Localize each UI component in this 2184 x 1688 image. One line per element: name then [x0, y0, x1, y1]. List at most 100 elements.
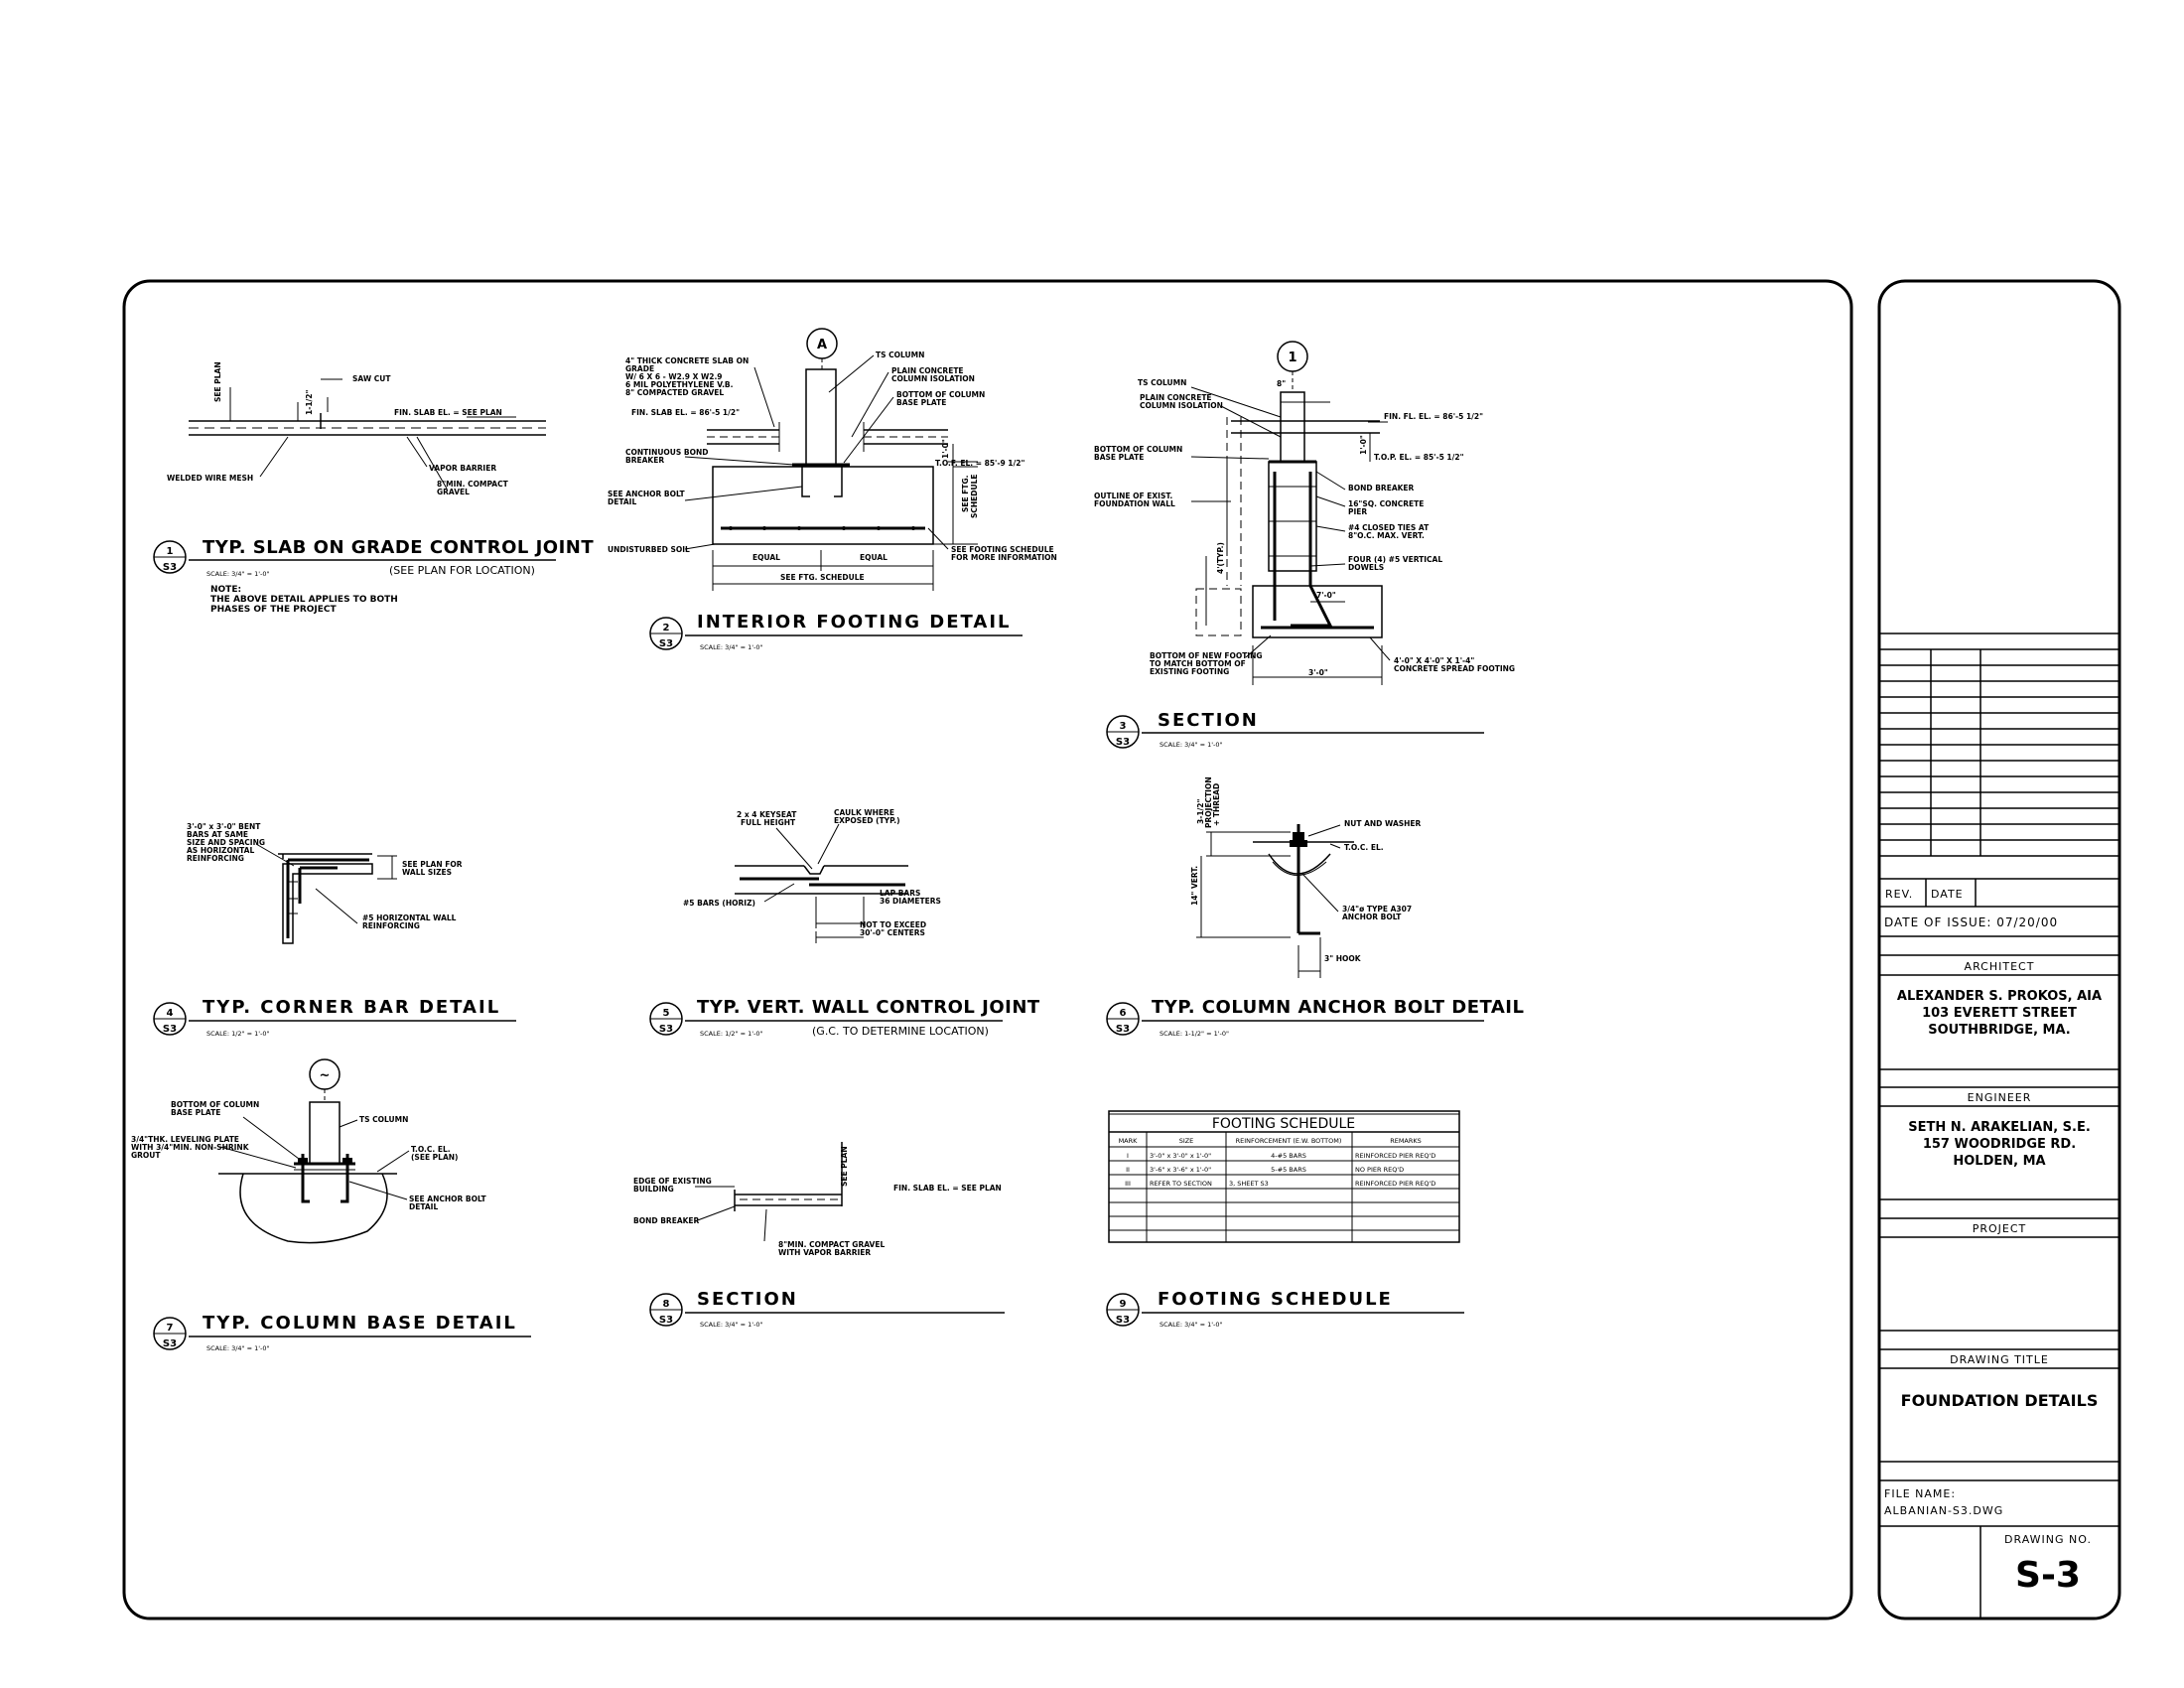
- titleblock-drawing-no-head: DRAWING NO.: [2004, 1533, 2092, 1546]
- d5-bars: #5 BARS (HORIZ): [683, 899, 755, 908]
- d5-c1: CAULK WHERE: [834, 808, 894, 817]
- d3-nf2: TO MATCH BOTTOM OF: [1150, 659, 1246, 668]
- d7-lv2: WITH 3/4"MIN. NON-SHRINK: [131, 1143, 250, 1152]
- schedule-header-remarks: REMARKS: [1390, 1137, 1422, 1145]
- d2-width: SEE FTG. SCHEDULE: [780, 573, 865, 582]
- d3-nf1: BOTTOM OF NEW FOOTING: [1150, 651, 1263, 660]
- schedule-cell: III: [1125, 1180, 1131, 1188]
- titleblock-engineer-street: 157 WOODRIDGE RD.: [1923, 1137, 2076, 1152]
- d4-scale: SCALE: 1/2" = 1'-0": [206, 1030, 270, 1038]
- d1-sheet: S3: [163, 562, 177, 573]
- d4-sheet: S3: [163, 1024, 177, 1035]
- d2-slab2: GRADE: [625, 364, 654, 373]
- detail-3-title: 3 S3 SECTION SCALE: 3/4" = 1'-0": [1106, 710, 1484, 749]
- d2-eq2: EQUAL: [860, 553, 887, 562]
- d7-ts: TS COLUMN: [359, 1115, 408, 1124]
- d5-subtitle: (G.C. TO DETERMINE LOCATION): [812, 1025, 989, 1038]
- d1-gravel1: 8"MIN. COMPACT: [437, 480, 509, 489]
- d7-lv3: GROUT: [131, 1151, 161, 1160]
- schedule-header-reinforcement: REINFORCEMENT (E.W. BOTTOM): [1236, 1137, 1342, 1145]
- d8-bond: BOND BREAKER: [633, 1216, 700, 1225]
- titleblock-file-name: ALBANIAN-S3.DWG: [1884, 1504, 2003, 1517]
- d2-sheet: S3: [659, 638, 673, 649]
- d3-grid: 1: [1288, 351, 1297, 365]
- schedule-header-size: SIZE: [1179, 1137, 1194, 1145]
- schedule-cell: 4-#5 BARS: [1271, 1152, 1306, 1160]
- d1-num: 1: [167, 546, 174, 557]
- d8-sheet: S3: [659, 1315, 673, 1326]
- d4-p2: WALL SIZES: [402, 868, 452, 877]
- d2-grid: A: [817, 338, 827, 352]
- d2-bond2: BREAKER: [625, 456, 664, 465]
- d9-sheet: S3: [1116, 1315, 1130, 1326]
- schedule-header-mark: MARK: [1119, 1137, 1139, 1145]
- d3-sp2: CONCRETE SPREAD FOOTING: [1394, 664, 1515, 673]
- d2-title: INTERIOR FOOTING DETAIL: [697, 612, 1012, 633]
- titleblock-architect-street: 103 EVERETT STREET: [1922, 1006, 2077, 1021]
- d2-soil: UNDISTURBED SOIL: [608, 545, 690, 554]
- d2-iso1: PLAIN CONCRETE: [891, 366, 964, 375]
- d6-proj1: 3-1/2": [1196, 798, 1205, 824]
- d2-bond1: CONTINUOUS BOND: [625, 448, 709, 457]
- titleblock-border: [1877, 279, 2121, 1620]
- d6-vert: 14" VERT.: [1190, 866, 1199, 906]
- d6-hook: 3" HOOK: [1324, 954, 1362, 963]
- d3-d30: 3'-0": [1308, 668, 1328, 677]
- titleblock-date: DATE: [1931, 888, 1964, 901]
- d1-scale: SCALE: 3/4" = 1'-0": [206, 570, 270, 578]
- d1-subtitle: (SEE PLAN FOR LOCATION): [389, 564, 535, 577]
- d3-ties1: #4 CLOSED TIES AT: [1348, 523, 1430, 532]
- d8-title: SECTION: [697, 1289, 798, 1310]
- d5-ne2: 30'-0" CENTERS: [860, 928, 925, 937]
- d3-sp1: 4'-0" X 4'-0" X 1'-4": [1394, 656, 1474, 665]
- d2-bot1: BOTTOM OF COLUMN: [896, 390, 985, 399]
- detail-3-drawing: 1: [1094, 341, 1515, 685]
- d3-pc1: PLAIN CONCRETE: [1140, 393, 1212, 402]
- detail-7-drawing: ~ BOTTOM OF COLUMN BASE PLATE TS COLUMN …: [131, 1058, 487, 1244]
- detail-8-title: 8 S3 SECTION SCALE: 3/4" = 1'-0": [649, 1289, 1005, 1329]
- d2-slab3: W/ 6 X 6 - W2.9 X W2.9: [625, 372, 723, 381]
- d8-g1: 8"MIN. COMPACT GRAVEL: [778, 1240, 885, 1249]
- d6-proj3: + THREAD: [1212, 783, 1221, 826]
- d2-anc2: DETAIL: [608, 497, 636, 506]
- titleblock-drawing-no: S-3: [2015, 1555, 2081, 1596]
- d6-proj2: PROJECTION: [1204, 776, 1213, 828]
- d3-out2: FOUNDATION WALL: [1094, 499, 1175, 508]
- d4-b4: AS HORIZONTAL: [187, 846, 254, 855]
- d8-scale: SCALE: 3/4" = 1'-0": [700, 1321, 763, 1329]
- schedule-cell: REINFORCED PIER REQ'D: [1355, 1180, 1435, 1188]
- detail-4-title: 4 S3 TYP. CORNER BAR DETAIL SCALE: 1/2" …: [153, 997, 516, 1038]
- d7-sheet: S3: [163, 1338, 177, 1349]
- schedule-title: FOOTING SCHEDULE: [1212, 1116, 1355, 1132]
- titleblock-drawing-title: FOUNDATION DETAILS: [1901, 1391, 2099, 1410]
- detail-2-title: 2 S3 INTERIOR FOOTING DETAIL SCALE: 3/4"…: [649, 612, 1023, 651]
- d9-title: FOOTING SCHEDULE: [1158, 1289, 1393, 1310]
- d3-ts: TS COLUMN: [1138, 378, 1186, 387]
- d7-title: TYP. COLUMN BASE DETAIL: [203, 1313, 517, 1334]
- detail-5-drawing: 2 x 4 KEYSEAT FULL HEIGHT CAULK WHERE EX…: [683, 808, 941, 943]
- schedule-cell: 3'-6" x 3'-6" x 1'-0": [1150, 1166, 1211, 1174]
- detail-1-drawing: SEE PLAN SAW CUT 1-1/2" FIN. SLAB EL. = …: [167, 361, 546, 496]
- d2-scale: SCALE: 3/4" = 1'-0": [700, 643, 763, 651]
- d7-grid: ~: [320, 1068, 331, 1083]
- d3-dow1: FOUR (4) #5 VERTICAL: [1348, 555, 1442, 564]
- schedule-cell: I: [1127, 1152, 1129, 1160]
- d2-ts: TS COLUMN: [876, 351, 924, 359]
- d3-d70: 7'-0": [1316, 591, 1336, 600]
- d1-note-head: NOTE:: [210, 585, 241, 595]
- titleblock-architect-city: SOUTHBRIDGE, MA.: [1928, 1023, 2070, 1038]
- d8-g2: WITH VAPOR BARRIER: [778, 1248, 871, 1257]
- d3-ties2: 8"O.C. MAX. VERT.: [1348, 531, 1425, 540]
- d1-see-plan: SEE PLAN: [213, 361, 222, 402]
- schedule-cell: REINFORCED PIER REQ'D: [1355, 1152, 1435, 1160]
- d2-sch2: FOR MORE INFORMATION: [951, 553, 1057, 562]
- titleblock-engineer-city: HOLDEN, MA: [1953, 1154, 2045, 1169]
- d1-title: TYP. SLAB ON GRADE CONTROL JOINT: [203, 537, 594, 558]
- d7-bot1: BOTTOM OF COLUMN: [171, 1100, 259, 1109]
- d5-lap1: LAP BARS: [880, 889, 920, 898]
- d2-dim1: 1'-0": [941, 439, 950, 459]
- d1-note1: THE ABOVE DETAIL APPLIES TO BOTH: [210, 595, 398, 605]
- d1-mesh: WELDED WIRE MESH: [167, 474, 253, 483]
- d3-sheet: S3: [1116, 737, 1130, 748]
